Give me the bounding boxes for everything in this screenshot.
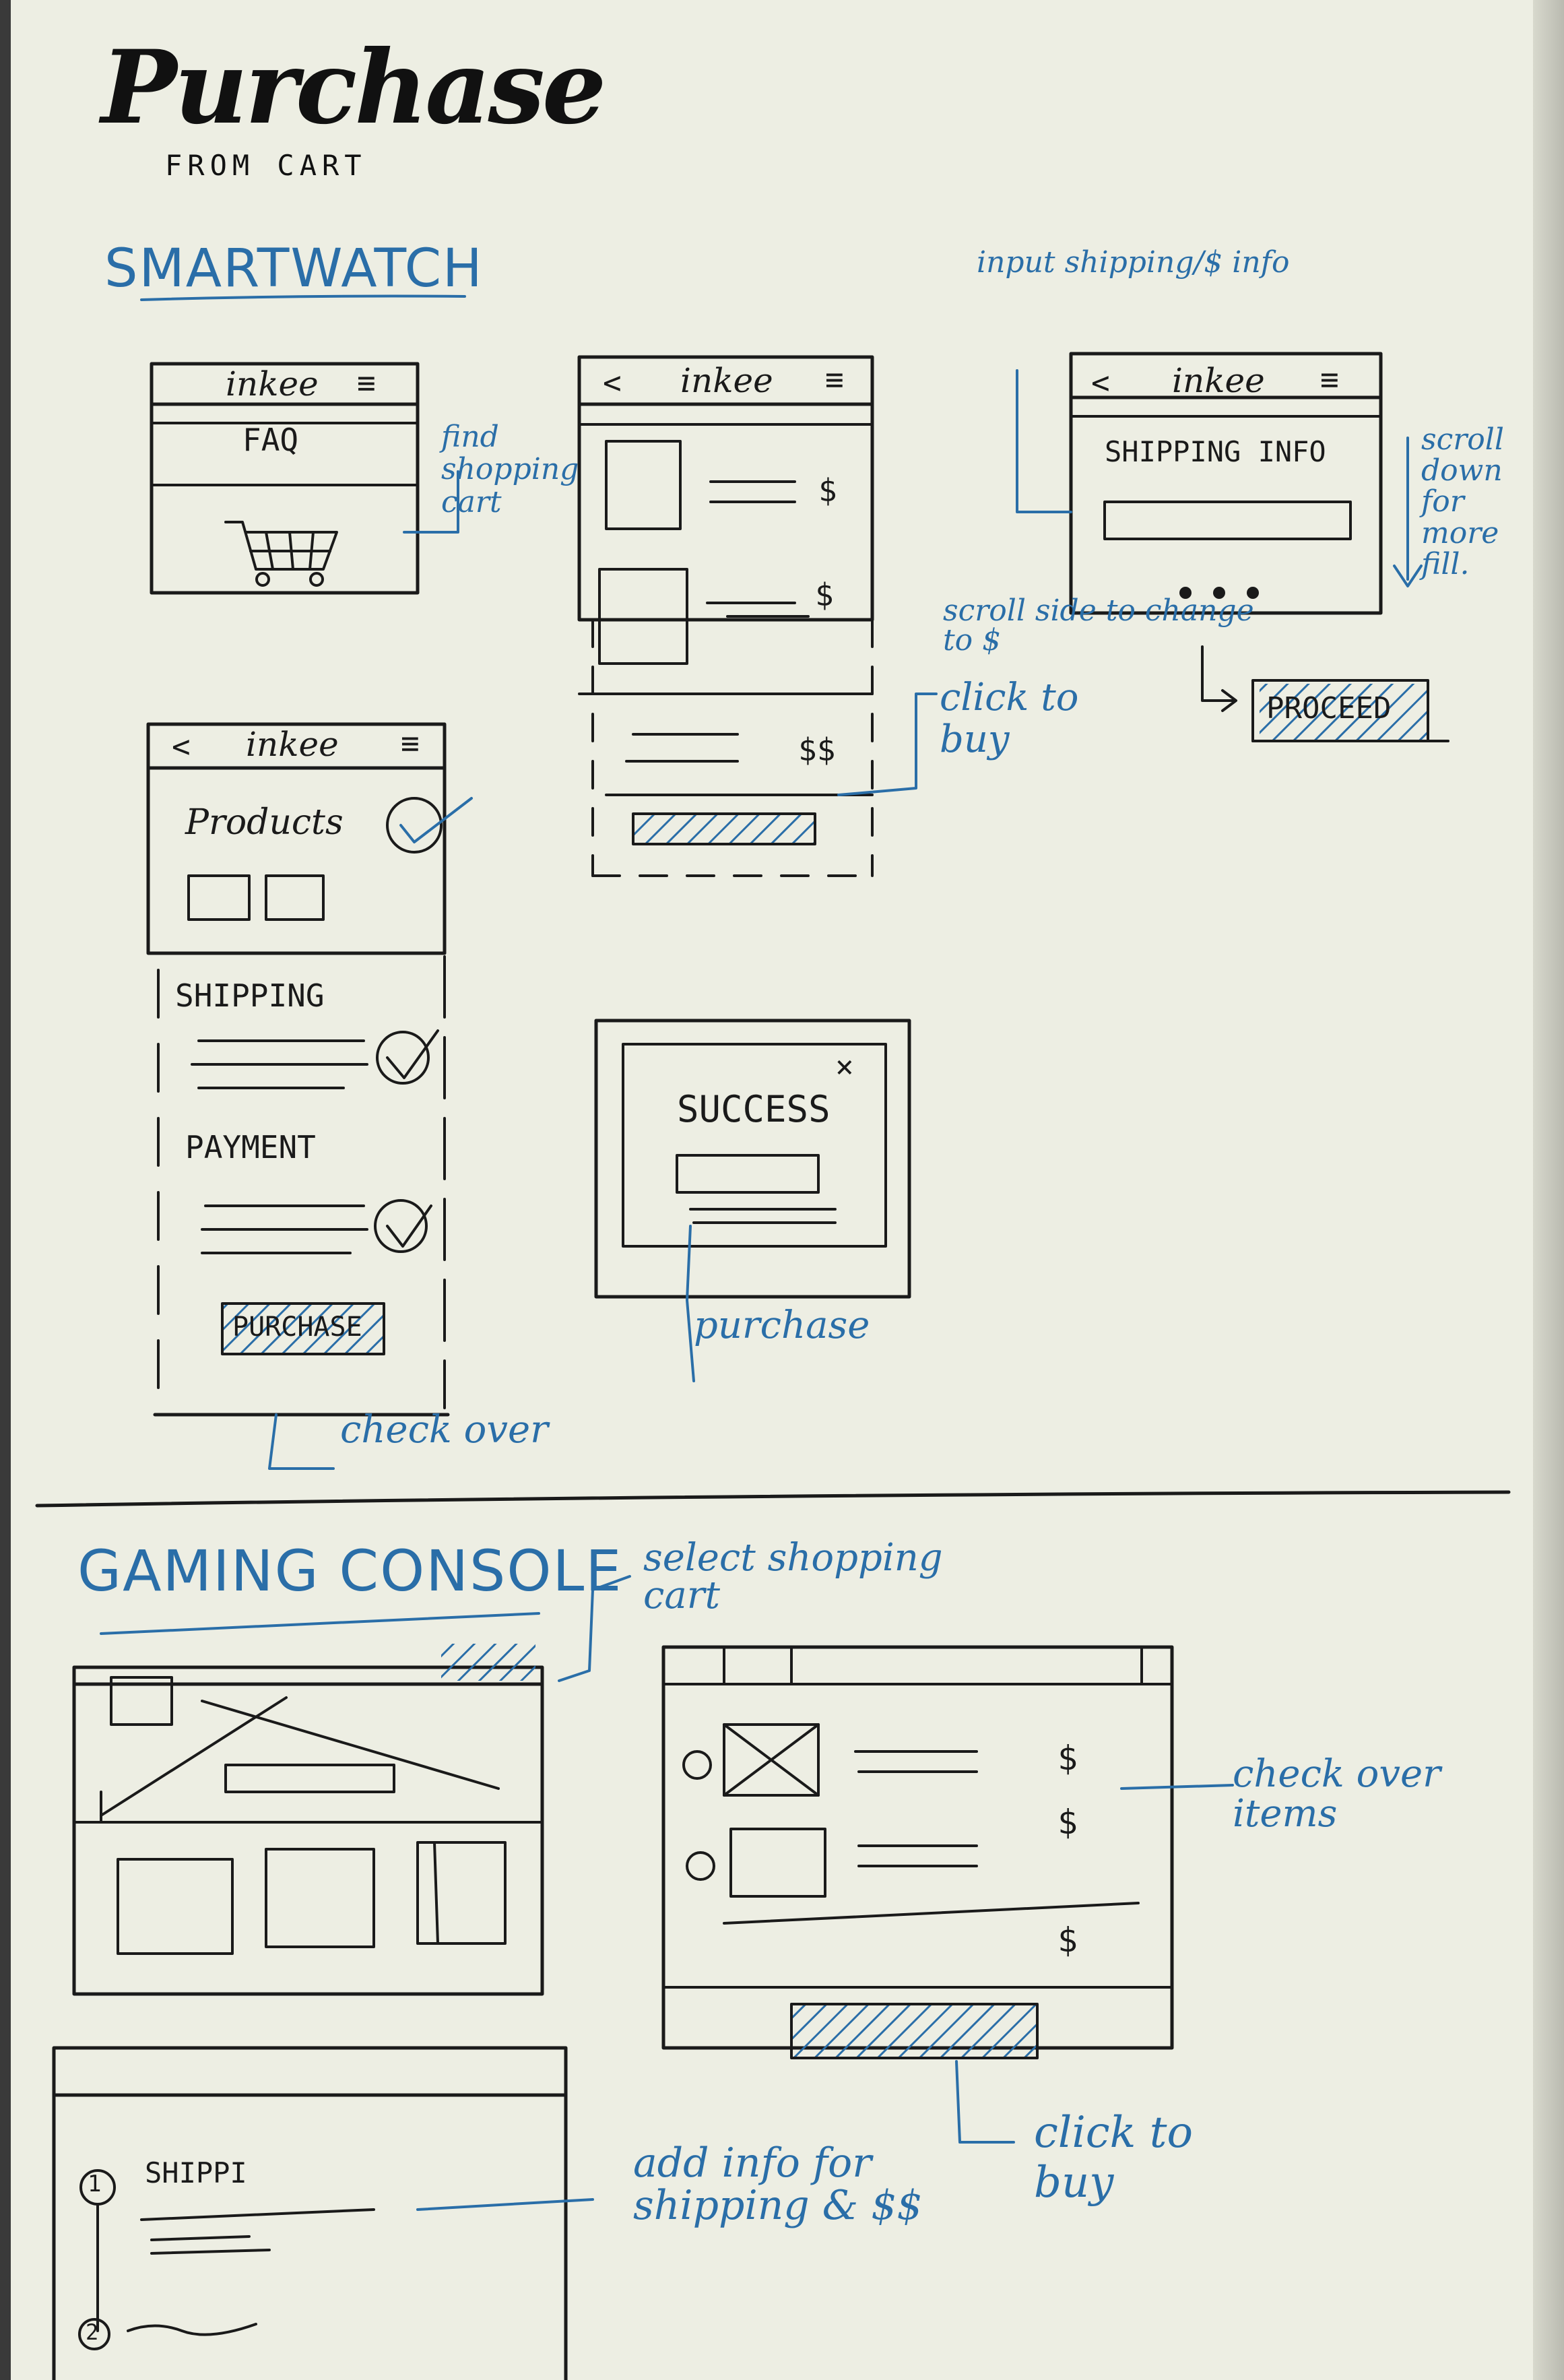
check-over-note: check over [340,1408,548,1452]
page-title: Purchase [101,28,606,147]
item-price: $ [815,577,834,613]
menu-icon: ≡ [825,361,844,397]
shipping-info-label: SHIPPING INFO [1105,435,1326,468]
gaming-underline [100,1612,540,1635]
scroll-down-arrowhead [1393,565,1423,587]
check-over-items-connector [1120,1784,1234,1790]
section-divider [35,1490,1511,1508]
shopping-cart-icon [224,521,338,571]
menu-icon: ≡ [1320,361,1339,397]
select-cart-connector [558,1575,631,1682]
console-home-screen [72,1644,544,1996]
step-2-number: 2 [86,2319,99,2345]
faq-label: FAQ [242,422,299,458]
notebook-binding [0,0,11,2380]
back-icon: < [603,364,622,401]
page-subtitle: FROM CART [165,149,367,182]
menu-icon: ≡ [357,364,376,401]
smartwatch-cart-screen [577,355,874,877]
smartwatch-heading: SMARTWATCH [104,238,484,299]
purchase-connector [686,1225,695,1382]
proceed-button-label: PROCEED [1266,691,1392,726]
close-icon: × [835,1048,854,1085]
total-price: $ [1057,1921,1078,1960]
smartwatch-underline [140,294,466,301]
brand-label: inkee [680,361,773,400]
console-checkout-screen [52,2046,568,2380]
back-icon: < [1091,364,1110,401]
check-over-connector [268,1413,335,1470]
smartwatch-home-screen [150,362,420,595]
console-cart-screen [661,1645,1174,2059]
add-info-note: add info for shipping & $$ [633,2140,923,2229]
item-price: $ [1057,1803,1078,1842]
brand-label: inkee [246,725,339,764]
select-cart-note: select shopping cart [643,1536,943,1617]
shipping-step-label: SHIPPI [145,2156,247,2189]
menu-icon: ≡ [401,725,420,761]
add-info-connector [416,2198,594,2211]
input-shipping-connector [1016,369,1072,513]
payment-label: PAYMENT [185,1129,316,1165]
products-label: Products [185,802,344,843]
item-price: $ [818,472,837,509]
brand-label: inkee [1172,361,1265,400]
find-cart-connector [403,470,459,534]
find-cart-note: find shopping cart [441,420,579,519]
purchase-note: purchase [694,1304,870,1347]
scroll-side-note: scroll side to change to $ [943,593,1254,657]
smartwatch-shipping-screen [1069,352,1383,615]
step-1-number: 1 [88,2170,102,2197]
smartwatch-success-screen [594,1019,911,1299]
page-edge [1533,0,1564,2380]
check-over-items-note: check over items [1233,1752,1441,1836]
shipping-label: SHIPPING [175,977,325,1014]
click-to-buy-2-connector [955,2060,1015,2144]
back-icon: < [172,728,191,765]
brand-label: inkee [226,364,319,404]
input-shipping-note: input shipping/$ info [977,245,1290,280]
buy-button-hatched [633,814,815,844]
purchase-button-label: PURCHASE [232,1312,362,1343]
click-to-buy-note: click to buy [940,676,1079,761]
item-price: $ [1057,1739,1078,1778]
smartwatch-review-screen [146,722,473,1417]
total-price: $$ [798,732,836,768]
click-to-buy-connector [837,693,938,796]
click-to-buy-2-note: click to buy [1034,2108,1193,2208]
gaming-console-heading: GAMING CONSOLE [77,1538,623,1604]
proceed-button-sketch [1251,679,1449,742]
scroll-down-note: scroll down for more fill. [1421,422,1504,581]
proceed-arrow [1201,645,1234,702]
success-label: SUCCESS [677,1088,830,1130]
